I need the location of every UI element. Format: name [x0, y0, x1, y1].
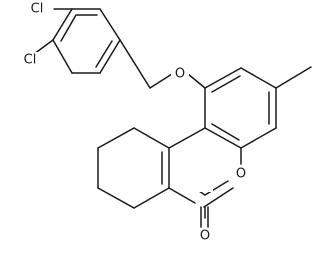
aromatic-core-ring: [204, 67, 277, 149]
lactone-o-bond: [203, 187, 234, 208]
dichlorophenyl-ring: [52, 8, 121, 74]
atom-labels: Cl Cl O O O: [17, 1, 246, 244]
carbonyl-oxygen-label: O: [200, 229, 210, 244]
ether-oxygen-label: O: [175, 67, 185, 82]
chlorine-label-2: Cl: [24, 53, 37, 68]
ether-o-bond-right: [187, 73, 206, 89]
methyl-bond: [275, 66, 312, 89]
ring-oxygen-label: O: [236, 167, 246, 182]
benzyl-ch2-bond: [119, 39, 151, 89]
cyclohexene-ring: [97, 127, 170, 209]
ether-o-bond-left: [149, 73, 173, 89]
chlorine-label-1: Cl: [31, 2, 44, 17]
cl-bond-bottom: [33, 39, 54, 55]
lactone-ring: [168, 127, 242, 204]
